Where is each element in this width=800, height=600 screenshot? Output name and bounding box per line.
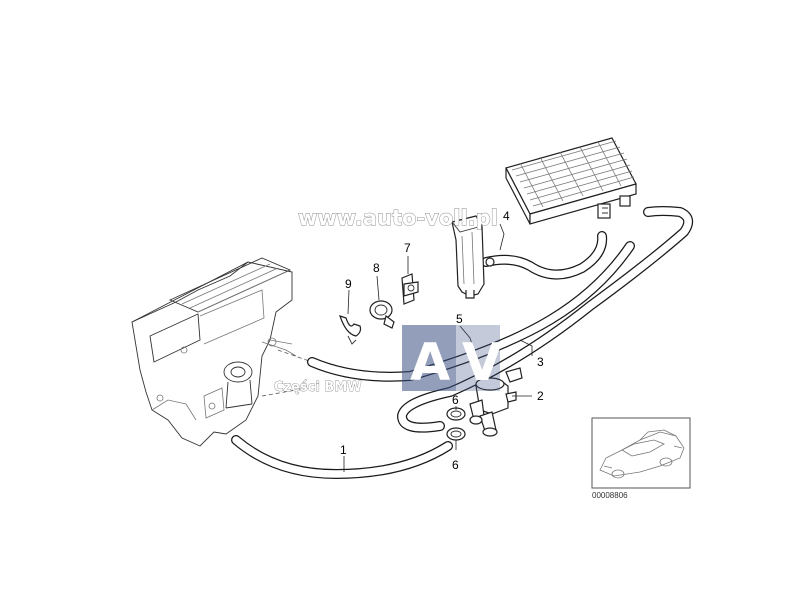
valve-illustration [469,367,523,437]
clamp-6-lower-illustration [446,427,466,441]
watermark-logo-left: A [410,333,450,393]
leader-lines [343,223,533,472]
callout-part-5: 5 [456,312,463,326]
diagram-number: 00008806 [592,491,628,500]
watermark-url: www.auto-voll.pl [298,206,498,230]
watermark-logo-box-left [402,325,456,391]
callout-part-9: 9 [345,277,352,291]
callout-part-6-lower: 6 [452,458,459,472]
callout-part-3: 3 [537,355,544,369]
callout-part-6-upper: 6 [452,393,459,407]
callout-part-8: 8 [373,261,380,275]
callout-part-1: 1 [340,443,347,457]
hose-assembly [231,206,694,479]
clamp-7-illustration [401,273,419,305]
heater-core-illustration [505,137,637,225]
clamp-8-illustration [369,300,395,329]
clamp-9-illustration [339,315,362,345]
watermark: www.auto-voll.pl A V Części BMW [274,206,503,396]
watermark-logo-box-right [456,325,500,391]
engine-block-illustration [131,257,313,447]
watermark-logo-right: V [462,333,502,393]
callout-part-2: 2 [537,389,544,403]
callout-part-7: 7 [404,241,411,255]
reservoir-illustration [451,215,495,299]
car-thumbnail: 00008806 [591,417,691,500]
callout-part-4: 4 [503,209,510,223]
watermark-subtitle: Części BMW [274,380,362,395]
